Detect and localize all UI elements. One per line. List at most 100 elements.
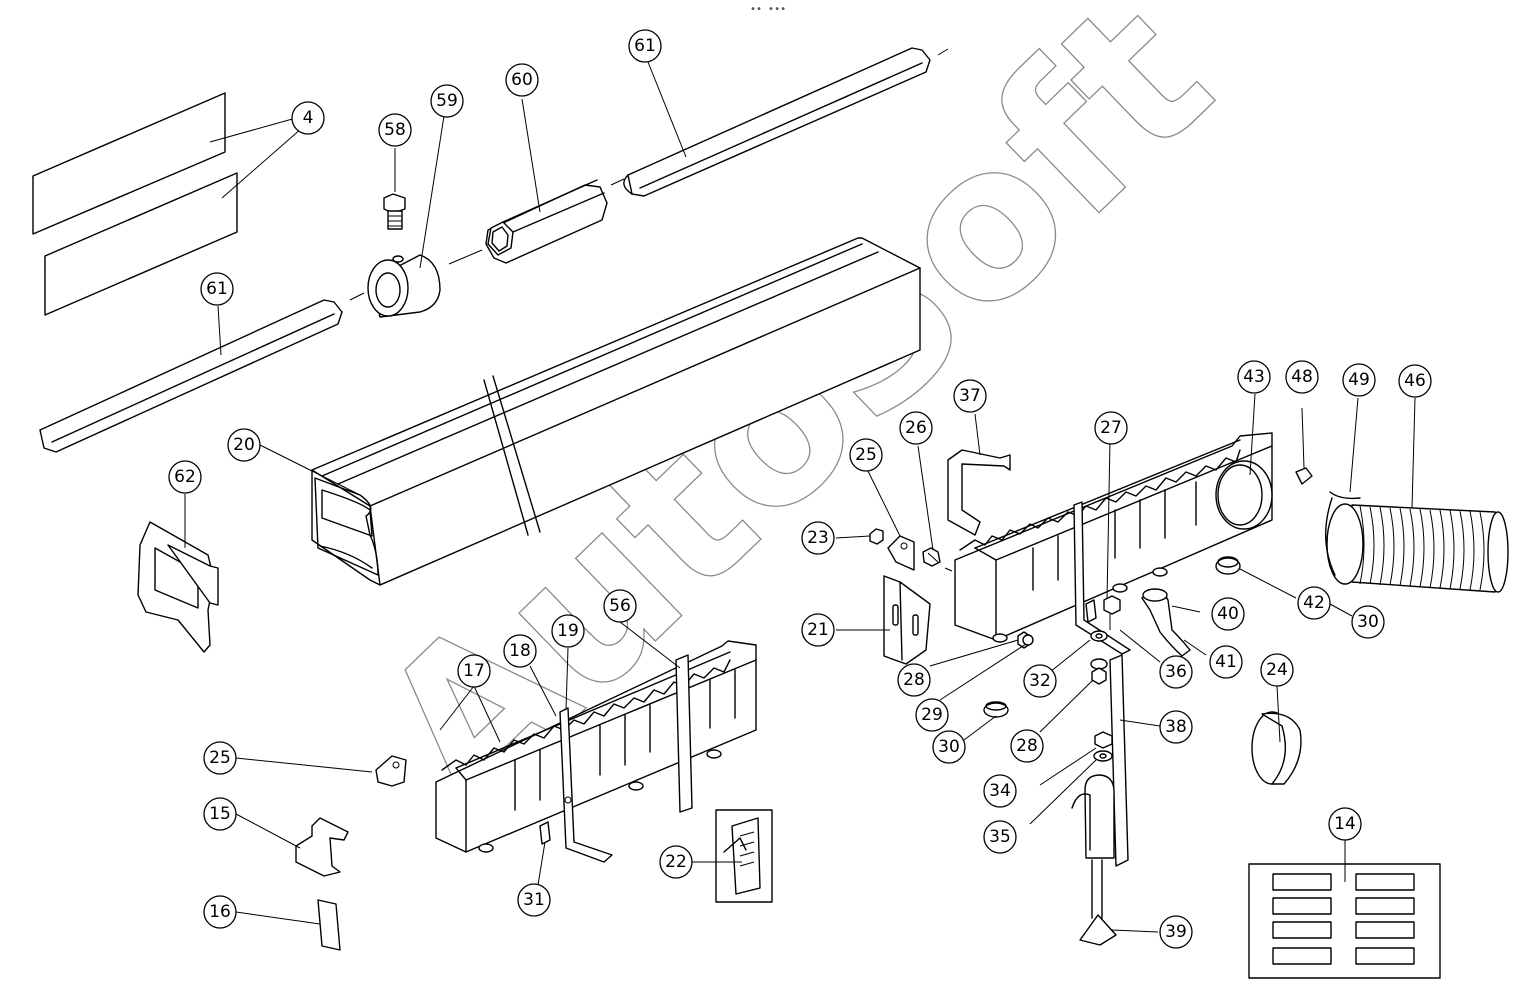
svg-text:25: 25 bbox=[855, 445, 877, 465]
part-38-strap bbox=[1109, 654, 1161, 867]
part-36-bolt bbox=[1103, 595, 1161, 663]
callout-46: 46 bbox=[1398, 364, 1432, 398]
callout-41: 41 bbox=[1209, 645, 1243, 679]
svg-text:28: 28 bbox=[1016, 736, 1038, 756]
part-22-manual bbox=[692, 809, 773, 903]
svg-text:41: 41 bbox=[1215, 652, 1237, 672]
part-59-collar bbox=[349, 115, 445, 318]
callout-28-left: 28 bbox=[897, 663, 931, 697]
callout-58: 58 bbox=[378, 113, 412, 147]
part-27-strap bbox=[1073, 439, 1131, 655]
part-61-shaft-lower bbox=[39, 299, 343, 453]
svg-text:27: 27 bbox=[1100, 418, 1122, 438]
part-21-bracket bbox=[836, 575, 931, 665]
svg-text:43: 43 bbox=[1243, 367, 1265, 387]
part-25-clip-upper bbox=[865, 466, 915, 571]
loading-indicator: •• ••• bbox=[750, 4, 787, 15]
part-17-18-callout-lines bbox=[439, 665, 557, 743]
svg-text:30: 30 bbox=[1357, 612, 1379, 632]
callout-14: 14 bbox=[1328, 807, 1362, 841]
part-20-beam bbox=[259, 237, 921, 586]
svg-text:37: 37 bbox=[959, 386, 981, 406]
callout-19: 19 bbox=[551, 614, 585, 648]
svg-text:38: 38 bbox=[1165, 717, 1187, 737]
part-46-duct bbox=[1326, 397, 1509, 593]
callout-35: 35 bbox=[983, 820, 1017, 854]
svg-text:46: 46 bbox=[1404, 371, 1426, 391]
callout-61-upper: 61 bbox=[628, 29, 662, 63]
part-48-clip bbox=[1295, 407, 1313, 485]
svg-text:40: 40 bbox=[1217, 604, 1239, 624]
svg-text:15: 15 bbox=[209, 804, 231, 824]
svg-text:29: 29 bbox=[921, 705, 943, 725]
svg-text:35: 35 bbox=[989, 827, 1011, 847]
callout-56: 56 bbox=[603, 589, 637, 623]
svg-text:22: 22 bbox=[665, 852, 687, 872]
svg-text:17: 17 bbox=[463, 661, 485, 681]
svg-text:61: 61 bbox=[206, 279, 228, 299]
svg-text:58: 58 bbox=[384, 120, 406, 140]
callout-30-right: 30 bbox=[1351, 605, 1385, 639]
part-56-strap bbox=[619, 621, 693, 813]
callout-4: 4 bbox=[291, 101, 325, 135]
svg-text:26: 26 bbox=[905, 418, 927, 438]
part-19-strap bbox=[559, 647, 613, 863]
part-40-41-hose bbox=[1141, 588, 1207, 657]
callout-21: 21 bbox=[801, 613, 835, 647]
callout-48: 48 bbox=[1285, 360, 1319, 394]
part-61-shaft-upper bbox=[623, 47, 949, 197]
part-28-29-washers bbox=[929, 631, 1034, 701]
svg-text:31: 31 bbox=[523, 890, 545, 910]
svg-text:30: 30 bbox=[938, 737, 960, 757]
callout-15: 15 bbox=[203, 797, 237, 831]
part-26-bolt bbox=[917, 445, 953, 572]
callout-16: 16 bbox=[203, 895, 237, 929]
part-39-hanger bbox=[1071, 774, 1159, 946]
svg-text:18: 18 bbox=[509, 641, 531, 661]
callout-42: 42 bbox=[1297, 586, 1331, 620]
svg-text:60: 60 bbox=[511, 70, 533, 90]
callout-22: 22 bbox=[659, 845, 693, 879]
part-32-washer bbox=[1049, 630, 1108, 673]
callout-25-upper: 25 bbox=[849, 438, 883, 472]
part-62-bracket bbox=[137, 494, 219, 653]
callout-37: 37 bbox=[953, 379, 987, 413]
part-28-nut bbox=[1039, 667, 1107, 733]
right-heater-unit bbox=[954, 393, 1273, 643]
svg-text:25: 25 bbox=[209, 748, 231, 768]
part-23-nut bbox=[835, 528, 884, 545]
callout-27: 27 bbox=[1094, 411, 1128, 445]
svg-text:19: 19 bbox=[557, 621, 579, 641]
callout-49: 49 bbox=[1342, 363, 1376, 397]
svg-text:42: 42 bbox=[1303, 593, 1325, 613]
svg-text:59: 59 bbox=[436, 91, 458, 111]
callout-40: 40 bbox=[1211, 597, 1245, 631]
callout-28-right: 28 bbox=[1010, 729, 1044, 763]
svg-text:24: 24 bbox=[1266, 660, 1288, 680]
callout-60: 60 bbox=[505, 63, 539, 97]
callout-25-lower: 25 bbox=[203, 741, 237, 775]
callout-34: 34 bbox=[983, 774, 1017, 808]
svg-text:39: 39 bbox=[1165, 922, 1187, 942]
callout-30-lower: 30 bbox=[932, 730, 966, 764]
part-37-hook bbox=[947, 413, 1011, 536]
svg-text:20: 20 bbox=[233, 435, 255, 455]
svg-text:62: 62 bbox=[174, 467, 196, 487]
part-60-hex-coupler bbox=[448, 98, 625, 265]
callout-43: 43 bbox=[1237, 360, 1271, 394]
svg-text:48: 48 bbox=[1291, 367, 1313, 387]
svg-text:28: 28 bbox=[903, 670, 925, 690]
part-25-clip-lower bbox=[235, 755, 407, 787]
svg-text:56: 56 bbox=[609, 596, 631, 616]
svg-text:32: 32 bbox=[1029, 671, 1051, 691]
svg-text:36: 36 bbox=[1165, 662, 1187, 682]
part-34-35-washers bbox=[1029, 731, 1113, 825]
callout-62: 62 bbox=[168, 460, 202, 494]
svg-text:49: 49 bbox=[1348, 370, 1370, 390]
svg-text:16: 16 bbox=[209, 902, 231, 922]
part-14-label-sheet bbox=[1248, 840, 1441, 979]
callout-61-lower: 61 bbox=[200, 272, 234, 306]
svg-text:21: 21 bbox=[807, 620, 829, 640]
part-15-clip bbox=[235, 813, 349, 877]
